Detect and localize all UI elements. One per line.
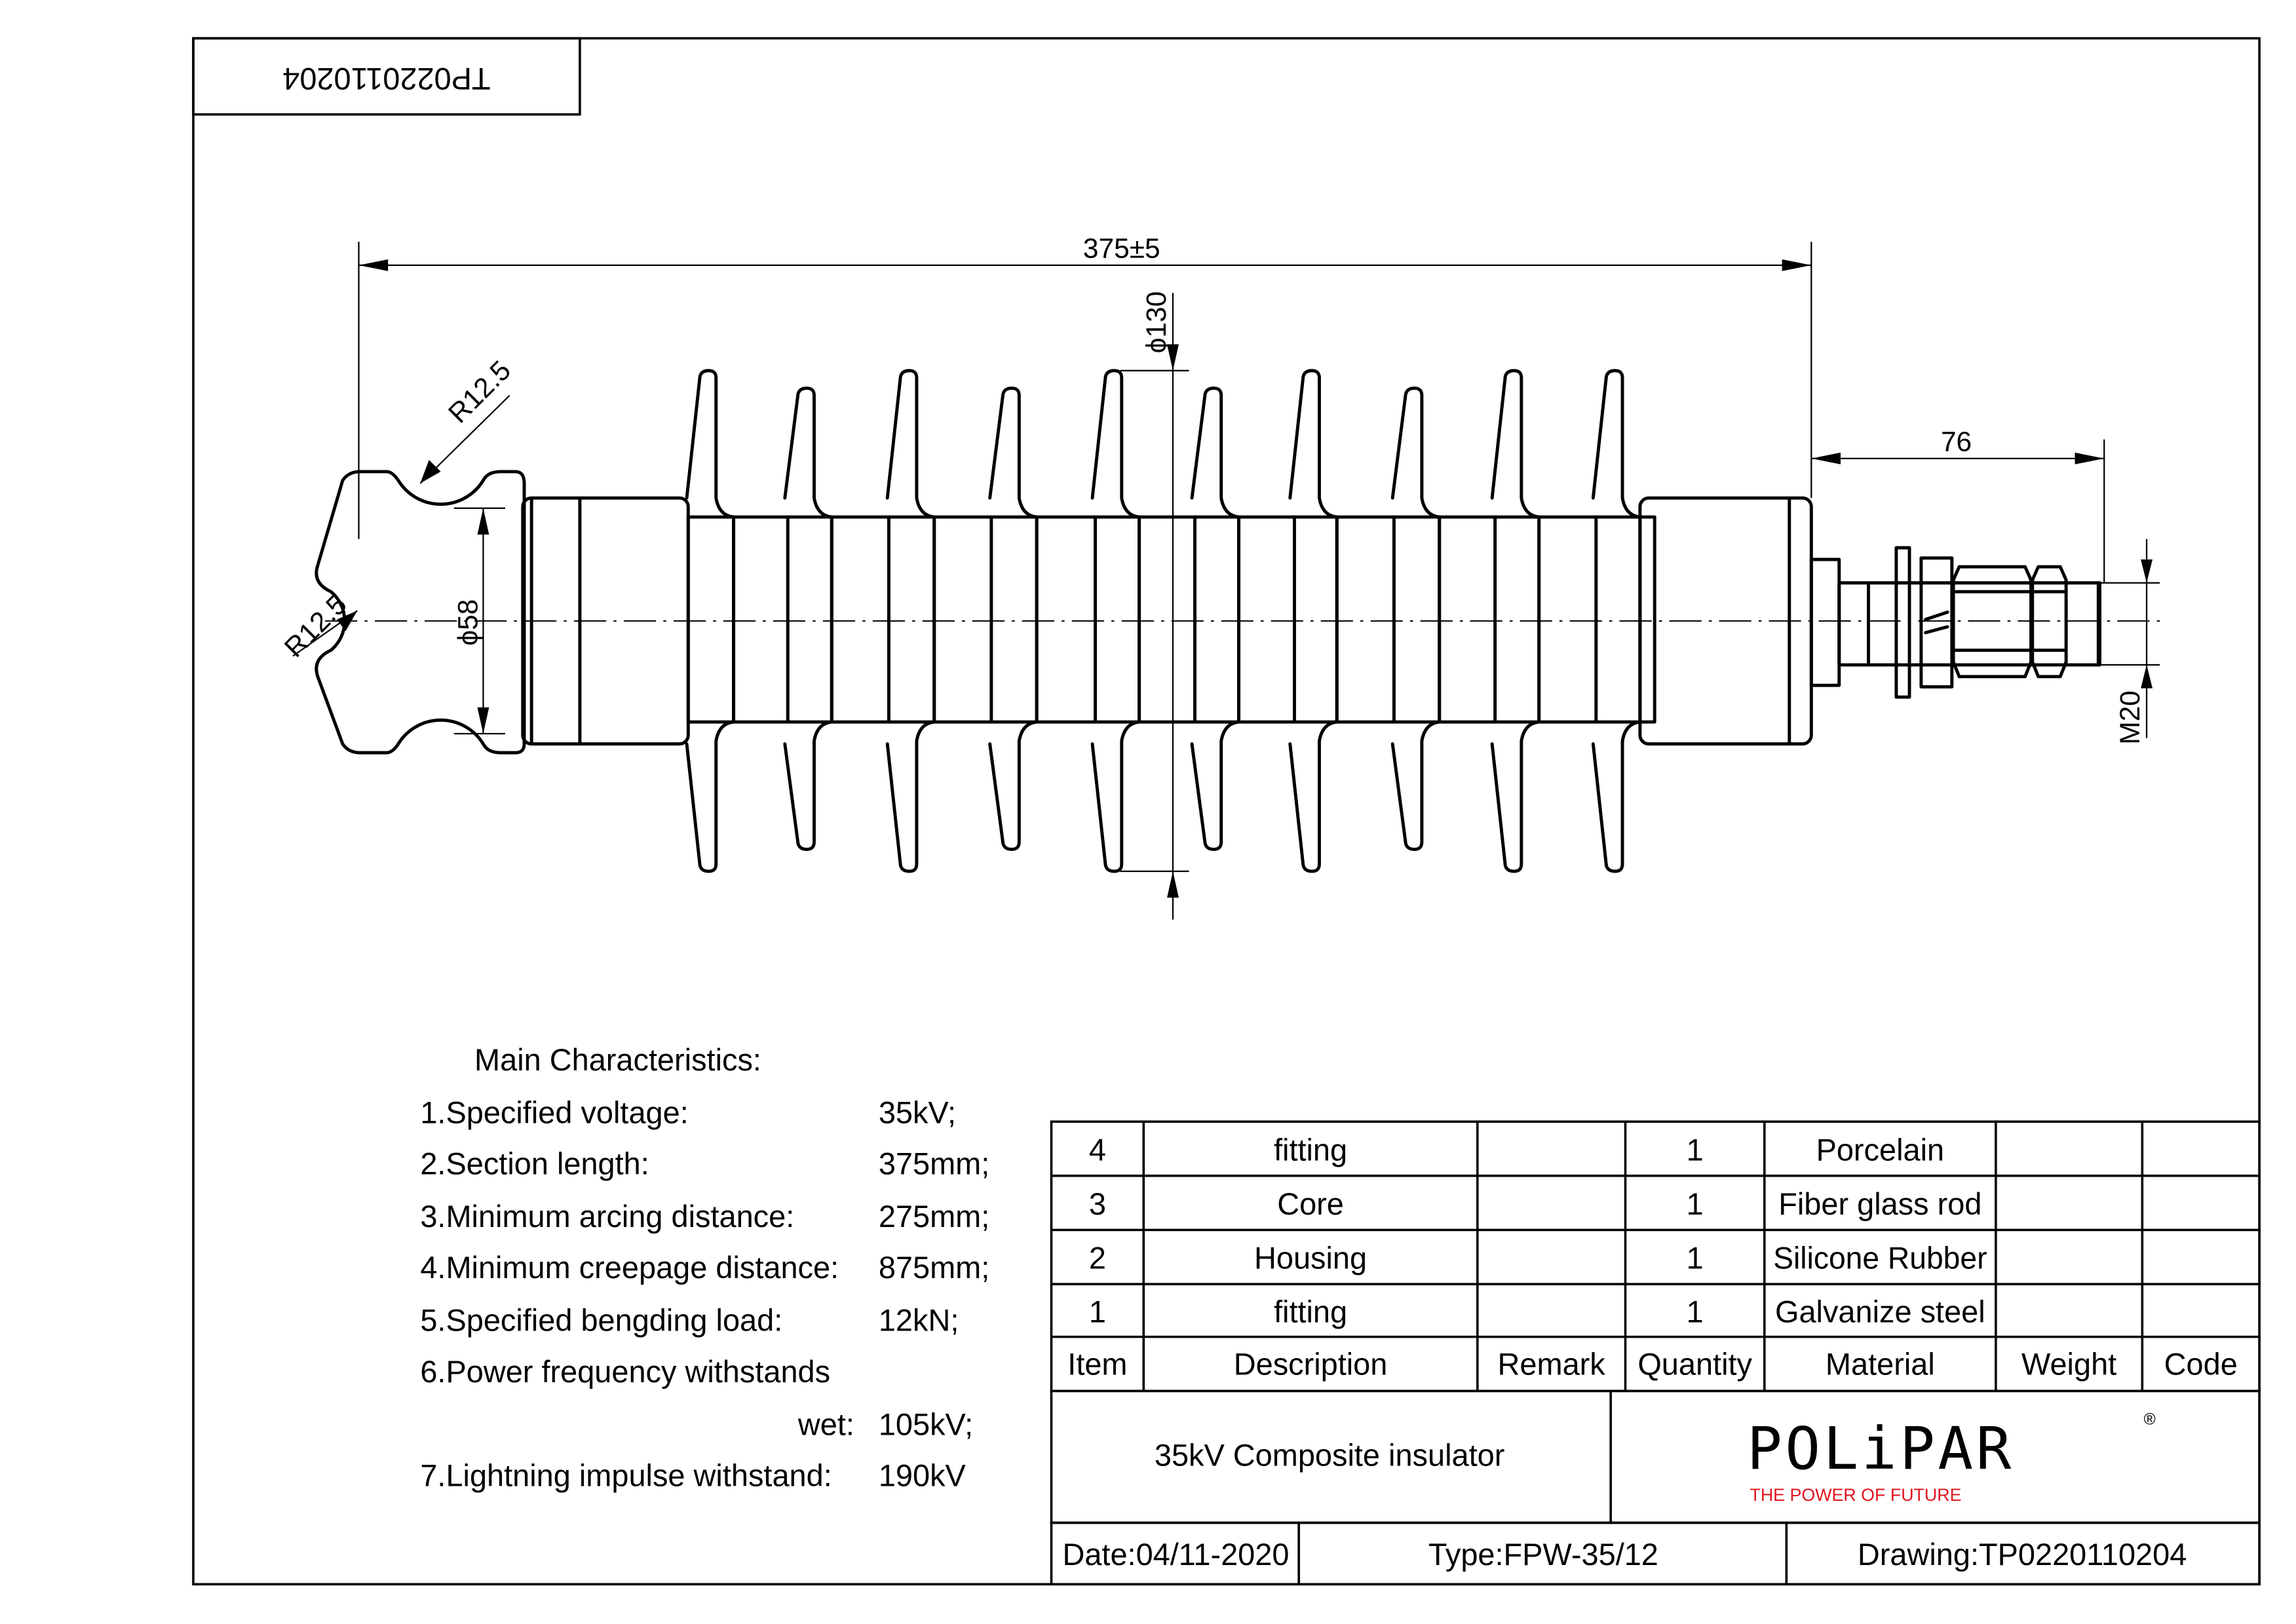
bom-cell: 2 <box>1089 1241 1106 1275</box>
dimension-shed-diameter: ϕ130 <box>1120 292 1189 920</box>
dimension-overall-length: 375±5 <box>358 233 1812 539</box>
char-value: 105kV; <box>879 1407 973 1441</box>
bom-header: Item <box>1067 1348 1127 1382</box>
logo-name: POLiPAR <box>1747 1415 2014 1483</box>
bom-header: Weight <box>2021 1348 2116 1382</box>
bom-cell: 3 <box>1089 1187 1106 1221</box>
shed <box>988 387 1039 851</box>
char-value: 875mm; <box>879 1251 989 1285</box>
bom-cell: 1 <box>1687 1187 1704 1221</box>
char-value: 12kN; <box>879 1304 959 1338</box>
bom-header: Quantity <box>1637 1348 1752 1382</box>
bom-header: Description <box>1234 1348 1388 1382</box>
radius-top-label: R12.5 <box>442 354 516 428</box>
insulator-drawing: 375±5 ϕ130 ϕ58 R12.5 R12.5 <box>278 233 2168 920</box>
sheet-border <box>192 37 2261 1586</box>
bom-header: Code <box>2164 1348 2238 1382</box>
bom-header: Remark <box>1498 1348 1606 1382</box>
bom-cell: 1 <box>1089 1294 1106 1329</box>
char-label: 6.Power frequency withstands <box>420 1355 830 1389</box>
char-label: 4.Minimum creepage distance: <box>420 1251 839 1285</box>
char-value: 375mm; <box>879 1147 989 1181</box>
characteristics-heading: Main Characteristics: <box>474 1043 761 1077</box>
dimension-core-diameter: ϕ58 <box>453 507 505 735</box>
shed-diameter-label: ϕ130 <box>1141 292 1172 354</box>
dimension-radius-top: R12.5 <box>419 354 516 484</box>
char-label: 5.Specified bengding load: <box>420 1304 782 1338</box>
main-characteristics: Main Characteristics: 1.Specified voltag… <box>420 1043 989 1493</box>
shed <box>783 387 833 851</box>
char-label: wet: <box>797 1407 854 1441</box>
char-value: 35kV; <box>879 1095 956 1129</box>
radius-left-label: R12.5 <box>278 589 353 663</box>
logo-registered: ® <box>2144 1411 2156 1429</box>
drawing-number: Drawing:TP0220110204 <box>1858 1538 2187 1572</box>
title-code: TP0220110204 <box>282 62 490 96</box>
bom-cell: 1 <box>1687 1241 1704 1275</box>
dimension-thread: M20 <box>2099 538 2160 745</box>
end-fitting-length-label: 76 <box>1941 426 1972 457</box>
char-label: 1.Specified voltage: <box>420 1095 688 1129</box>
product-name: 35kV Composite insulator <box>1155 1438 1504 1472</box>
bom-cell: Silicone Rubber <box>1773 1241 1987 1275</box>
core-diameter-label: ϕ58 <box>453 599 484 646</box>
polipar-logo: POLiPAR ® THE POWER OF FUTURE <box>1747 1411 2156 1505</box>
bom-cell: fitting <box>1274 1133 1347 1167</box>
char-label: 2.Section length: <box>420 1147 649 1181</box>
right-end-fitting <box>1809 546 2102 699</box>
bom-cell: Fiber glass rod <box>1778 1187 1981 1221</box>
bom-cell: Galvanize steel <box>1775 1294 1985 1329</box>
sheds <box>685 369 1642 873</box>
overall-length-label: 375±5 <box>1083 233 1160 264</box>
thread-label: M20 <box>2114 690 2145 745</box>
bom-cell: 1 <box>1687 1133 1704 1167</box>
bom-cell: Core <box>1277 1187 1344 1221</box>
char-label: 7.Lightning impulse withstand: <box>420 1459 832 1493</box>
dimension-end-fitting: 76 <box>1811 426 2105 583</box>
shed <box>1190 387 1241 851</box>
char-value: 275mm; <box>879 1199 989 1234</box>
drawing-type: Type:FPW-35/12 <box>1428 1538 1658 1572</box>
dimension-radius-left: R12.5 <box>278 589 358 663</box>
title-code-box: TP0220110204 <box>192 37 581 116</box>
char-label: 3.Minimum arcing distance: <box>420 1199 794 1234</box>
title-block: 35kV Composite insulator POLiPAR ® THE P… <box>1050 1389 2261 1586</box>
drawing-date: Date:04/11-2020 <box>1062 1538 1289 1572</box>
bom-cell: 4 <box>1089 1133 1106 1167</box>
bom-header: Material <box>1826 1348 1935 1382</box>
logo-tagline: THE POWER OF FUTURE <box>1750 1485 1961 1505</box>
bom-cell: Housing <box>1254 1241 1367 1275</box>
left-end-fitting <box>315 470 526 755</box>
bom-cell: 1 <box>1687 1294 1704 1329</box>
shed <box>1390 387 1442 851</box>
bom-cell: Porcelain <box>1816 1133 1945 1167</box>
bom-cell: fitting <box>1274 1294 1347 1329</box>
char-value: 190kV <box>879 1459 966 1493</box>
